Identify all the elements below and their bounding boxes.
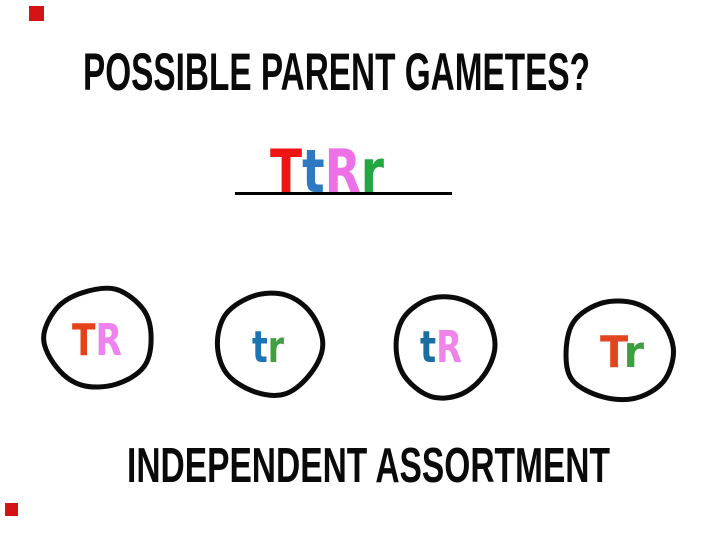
corner-marker-top-left	[29, 6, 44, 21]
gamete-circle-outline	[563, 298, 677, 403]
corner-marker-bottom-left	[5, 503, 18, 516]
slide-caption: INDEPENDENT ASSORTMENT	[127, 439, 610, 493]
gamete-circle-outline	[41, 285, 154, 390]
gamete-circle-outline	[214, 290, 326, 398]
gamete-label-tr: tr	[252, 322, 284, 373]
gamete-circle-tr: tr	[214, 290, 326, 398]
gamete-circle-Tr: Tr	[563, 298, 677, 403]
gamete-circle-tR: tR	[393, 294, 498, 401]
slide-title: POSSIBLE PARENT GAMETES?	[83, 43, 590, 102]
gamete-circle-outline	[393, 294, 498, 401]
gamete-label-Tr: Tr	[600, 327, 644, 378]
gamete-circle-TR: TR	[41, 285, 154, 390]
gamete-label-tR: tR	[420, 322, 462, 373]
gamete-label-TR: TR	[72, 315, 122, 366]
parent-genotype-text: TtRr	[270, 137, 384, 207]
